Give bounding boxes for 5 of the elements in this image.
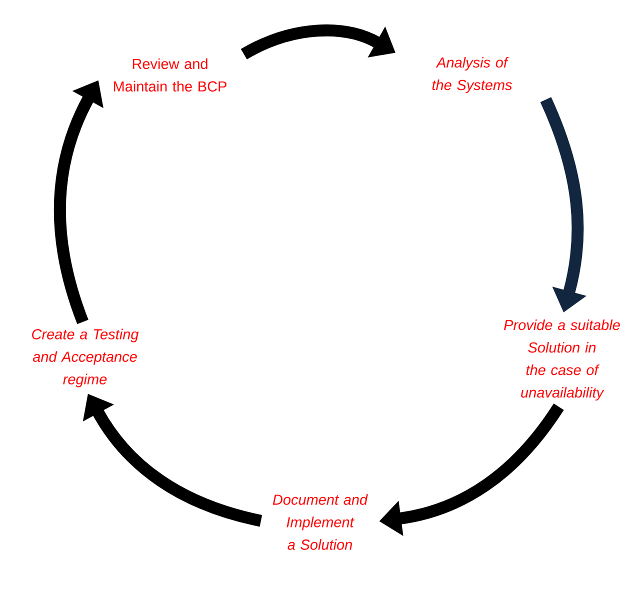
step-text: Create a Testing and Acceptance regime <box>32 328 139 388</box>
step-text: Document and Implement a Solution <box>272 494 368 550</box>
step-text: Review and Maintain the BCP <box>114 58 226 92</box>
step-text: Provide a suitable Solution in the case of unavailability <box>504 320 620 401</box>
step-text: Analysis of the Systems <box>432 57 512 93</box>
